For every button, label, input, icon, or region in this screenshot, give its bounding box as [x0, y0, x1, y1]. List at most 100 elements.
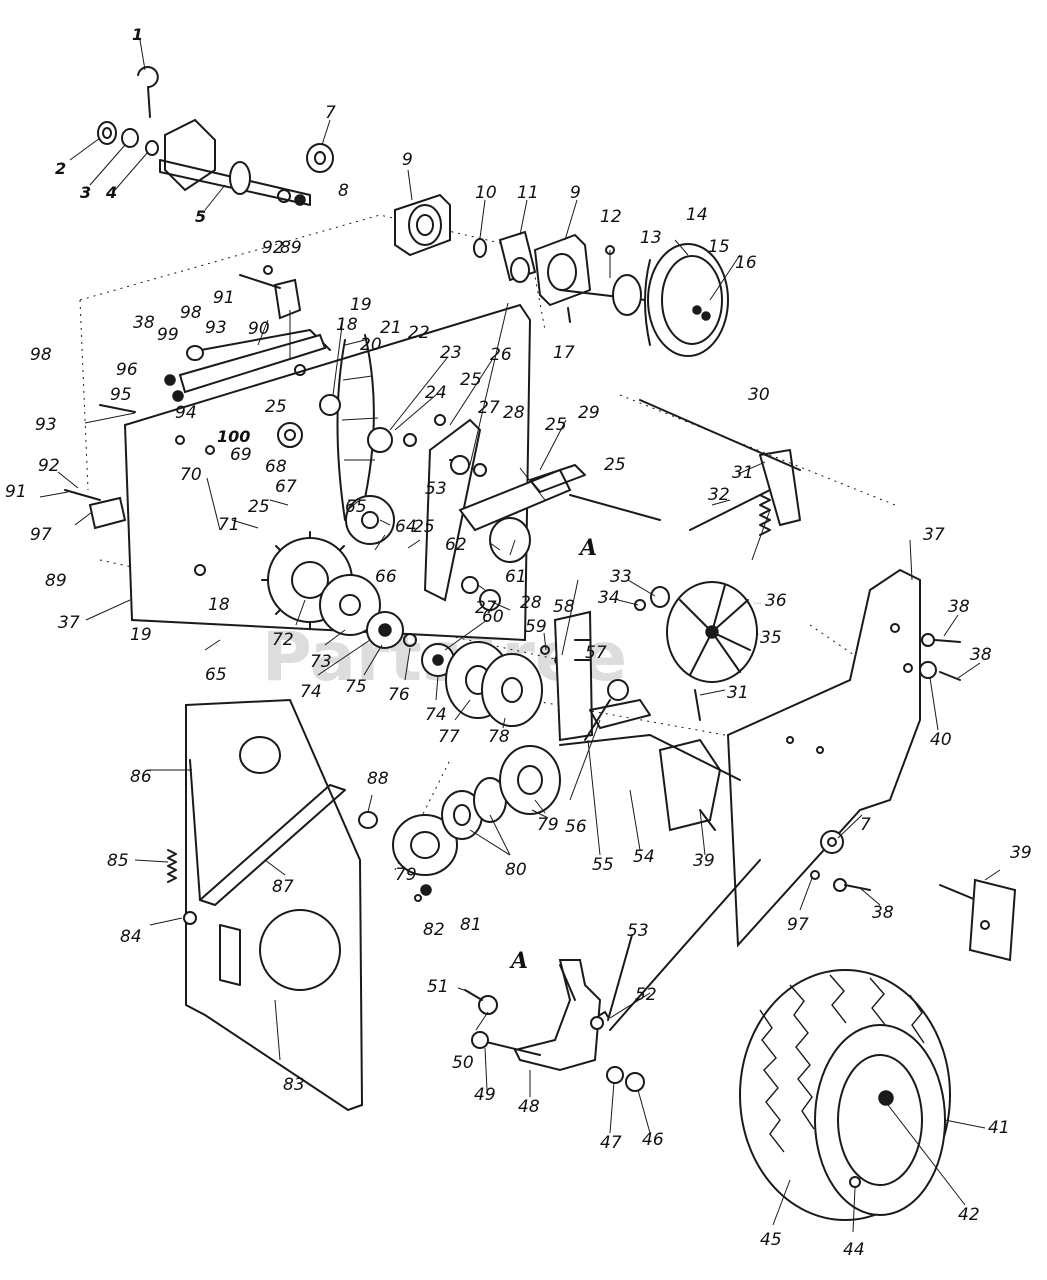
part-number-labels: 1 2 3 4 5 7 8 9 10 11 9 12 13 14 15 16 1…	[5, 25, 1032, 1260]
key-part-17	[567, 307, 571, 323]
washer-part-50	[478, 995, 498, 1015]
label-88: 88	[367, 769, 389, 789]
cover-bracket-part-87	[199, 784, 346, 906]
label-92: 92	[262, 238, 284, 258]
label-26: 26	[490, 345, 512, 365]
label-12: 12	[600, 207, 622, 227]
spring-part-93b	[99, 404, 136, 413]
flange-bearing-part-9b	[533, 233, 592, 307]
label-44: 44	[843, 1240, 865, 1260]
shift-lever-part-31	[759, 449, 801, 526]
washer-part-59	[540, 645, 550, 655]
rod-part-32	[689, 489, 771, 531]
label-19b: 19	[130, 625, 152, 645]
rod-part-55	[584, 699, 611, 741]
label-40: 40	[930, 730, 952, 750]
washer-part-97b	[810, 870, 820, 880]
label-97b: 97	[787, 915, 809, 935]
label-36: 36	[765, 591, 787, 611]
label-7: 7	[325, 103, 336, 123]
label-38: 38	[133, 313, 155, 333]
label-74: 74	[300, 682, 322, 702]
label-4: 4	[105, 183, 117, 202]
frame-plate-part-37b	[726, 568, 921, 948]
label-96: 96	[116, 360, 138, 380]
bolt-part-38	[934, 639, 961, 643]
label-38c: 38	[970, 645, 992, 665]
label-39b: 39	[1010, 843, 1032, 863]
label-24: 24	[425, 383, 447, 403]
label-66: 66	[375, 567, 397, 587]
cam-disk-assembly	[423, 418, 661, 742]
bearing-part-3	[121, 128, 139, 148]
label-25a: 25	[265, 397, 287, 417]
bushing-part-4	[145, 140, 159, 156]
label-97: 97	[30, 525, 52, 545]
label-85: 85	[107, 851, 129, 871]
label-31b: 31	[727, 683, 749, 703]
label-13: 13	[640, 228, 662, 248]
control-arm-part-94	[178, 333, 327, 394]
label-71: 71	[218, 515, 240, 535]
nut-part-27	[450, 455, 470, 475]
label-21: 21	[380, 318, 402, 338]
label-25c: 25	[545, 415, 567, 435]
label-45: 45	[760, 1230, 782, 1250]
label-80: 80	[505, 860, 527, 880]
label-83: 83	[283, 1075, 305, 1095]
label-48: 48	[518, 1097, 540, 1117]
label-3: 3	[80, 183, 91, 202]
washer-part-40	[919, 661, 937, 679]
washer-part-28b	[479, 589, 501, 611]
label-9b: 9	[570, 183, 581, 203]
bushing-part-7	[306, 143, 334, 173]
nut-part-46	[625, 1072, 645, 1092]
watermark-trademark: ™	[752, 600, 763, 613]
hub-cap-part-42	[878, 1090, 894, 1106]
label-69: 69	[230, 445, 252, 465]
drive-pulley-part-14	[647, 243, 729, 357]
label-76: 76	[388, 685, 410, 705]
shaft-bracket-part-5	[164, 118, 216, 192]
label-32: 32	[708, 485, 730, 505]
label-72: 72	[272, 630, 294, 650]
label-91b: 91	[5, 482, 27, 502]
brake-lever-part-48	[513, 959, 602, 1072]
label-79b: 79	[537, 815, 559, 835]
bolt-part-38b	[939, 671, 961, 681]
plate-part-29	[529, 464, 586, 493]
nut-part-81	[420, 884, 432, 896]
chain-sprocket-assembly	[261, 334, 455, 677]
washer-part-2	[97, 121, 117, 145]
label-64: 64	[395, 517, 417, 537]
label-70: 70	[180, 465, 202, 485]
label-37: 37	[58, 613, 80, 633]
label-25d: 25	[604, 455, 626, 475]
hairpin-clip-part-1	[137, 66, 159, 118]
label-17: 17	[553, 343, 575, 363]
label-92b: 92	[38, 456, 60, 476]
label-94: 94	[175, 403, 197, 423]
pulley-half-part-79b	[499, 745, 561, 815]
label-28b: 28	[520, 593, 542, 613]
label-53a: 53	[425, 479, 447, 499]
brake-lever-assembly	[464, 859, 761, 1092]
label-33: 33	[610, 567, 632, 587]
label-65b: 65	[205, 665, 227, 685]
label-10: 10	[475, 183, 497, 203]
label-73: 73	[310, 652, 332, 672]
label-31: 31	[732, 463, 754, 483]
brake-arm-part-54	[559, 734, 741, 781]
lower-left-panel	[167, 698, 378, 1112]
label-50: 50	[452, 1053, 474, 1073]
link-plate-part-89	[273, 278, 302, 320]
label-8: 8	[338, 181, 349, 201]
label-98b: 98	[30, 345, 52, 365]
spring-part-85	[167, 849, 177, 883]
bushing-part-7b	[820, 830, 844, 854]
hub-plate-part-73	[319, 574, 381, 636]
label-25f: 25	[413, 517, 435, 537]
bushing-part-33	[650, 586, 670, 608]
link-plate-part-89b	[88, 496, 127, 530]
label-18: 18	[336, 315, 358, 335]
